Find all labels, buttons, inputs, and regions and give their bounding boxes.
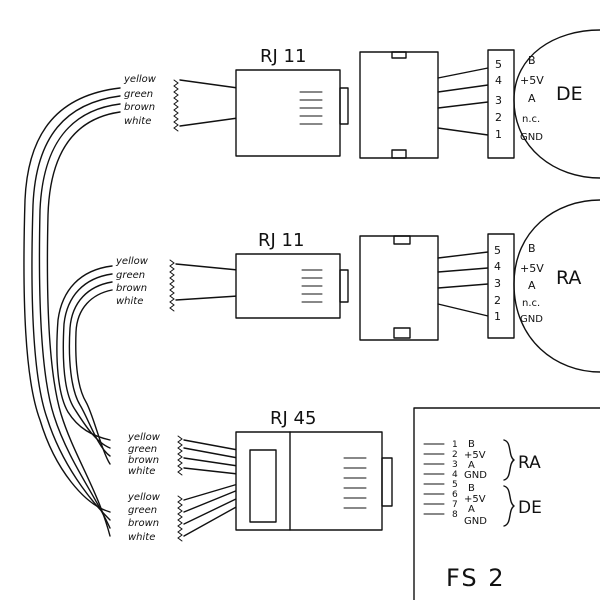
ra-signal-b: B (528, 242, 536, 255)
wire-label-green-2: green (116, 270, 145, 281)
fs2-group-ra: RA (518, 453, 541, 473)
wire-label-brown-4: brown (128, 518, 159, 529)
de-signal-gnd: GND (520, 132, 543, 143)
brace-ra (503, 439, 515, 481)
de-signal-5v: +5V (520, 74, 544, 87)
fs2-pin-7: 7 (452, 500, 458, 510)
wire-label-brown-3: brown (128, 455, 159, 466)
fs2-title: FS 2 (446, 564, 506, 592)
rj45-label: RJ 45 (270, 408, 316, 429)
wire-label-white-3: white (128, 466, 155, 477)
fs2-group-de: DE (518, 498, 542, 518)
ra-pin-1: 1 (494, 310, 501, 323)
fs2-signal-2: +5V (464, 450, 486, 461)
wire-label-brown-2: brown (116, 283, 147, 294)
wire-label-white-2: white (116, 296, 143, 307)
ra-pin-2: 2 (494, 294, 501, 307)
fs2-pin-8: 8 (452, 510, 458, 520)
wire-label-yellow-3: yellow (127, 432, 161, 443)
fs2-signal-4: GND (464, 470, 487, 481)
de-pin-2: 2 (495, 111, 502, 124)
fs2-pin-6: 6 (452, 490, 458, 500)
motor-de-body (513, 29, 600, 179)
fs2-pin-3: 3 (452, 460, 458, 470)
ra-signal-a: A (528, 279, 536, 292)
motor-de-name: DE (556, 83, 583, 105)
de-signal-a: A (528, 92, 536, 105)
fs2-signal-3: A (468, 460, 475, 471)
rj45-plug (235, 431, 383, 531)
wire-label-yellow-4: yellow (127, 492, 161, 503)
de-signal-b: B (528, 54, 536, 67)
rj11-top-plug (235, 69, 341, 157)
crimp-marks (173, 79, 179, 132)
crimp-marks-2 (169, 259, 175, 312)
motor-ra-name: RA (556, 267, 581, 289)
motor-ra-body (513, 199, 600, 373)
fs2-pin-2: 2 (452, 450, 458, 460)
wire-label-yellow-2: yellow (115, 256, 149, 267)
fs2-pin-5: 5 (452, 480, 458, 490)
wire-label-green-3: green (128, 444, 157, 455)
motor-ra-header (487, 233, 515, 339)
wire-label-brown: brown (124, 102, 155, 113)
de-pin-1: 1 (495, 128, 502, 141)
ra-signal-gnd: GND (520, 314, 543, 325)
ra-pin-5: 5 (494, 244, 501, 257)
ra-pin-3: 3 (494, 277, 501, 290)
wire-label-yellow: yellow (123, 74, 157, 85)
wire-label-green-4: green (128, 505, 157, 516)
row-top: yellow green brown white RJ 11 5 4 3 (123, 29, 600, 179)
wire-label-green: green (124, 89, 153, 100)
socket-top (359, 51, 439, 159)
fs2-signal-5: B (468, 483, 475, 494)
wire-label-white-4: white (128, 532, 155, 543)
fs2-box (413, 407, 600, 600)
ra-signal-5v: +5V (520, 262, 544, 275)
cable-bundles (23, 87, 121, 537)
crimp-marks-3 (177, 435, 183, 476)
crimp-marks-4 (177, 495, 183, 542)
rj11-mid-plug (235, 253, 341, 319)
fs2-signal-8: GND (464, 516, 487, 527)
row-middle: yellow green brown white RJ 11 5 4 3 2 1… (115, 199, 600, 373)
row-bottom: yellow green brown white yellow green br… (127, 407, 600, 600)
wire-label-white: white (124, 116, 151, 127)
fs2-signal-7: A (468, 504, 475, 515)
de-pin-3: 3 (495, 94, 502, 107)
fs2-pin-4: 4 (452, 470, 458, 480)
ra-signal-nc: n.c. (522, 298, 540, 309)
rj11-top-label: RJ 11 (260, 46, 306, 67)
brace-de (503, 485, 515, 527)
fs2-pin-1: 1 (452, 440, 458, 450)
de-pin-4: 4 (495, 74, 502, 87)
de-signal-nc: n.c. (522, 114, 540, 125)
socket-mid (359, 235, 439, 341)
fs2-signal-1: B (468, 439, 475, 450)
de-pin-5: 5 (495, 58, 502, 71)
fs2-signal-6: +5V (464, 494, 486, 505)
rj11-mid-label: RJ 11 (258, 230, 304, 251)
ra-pin-4: 4 (494, 260, 501, 273)
